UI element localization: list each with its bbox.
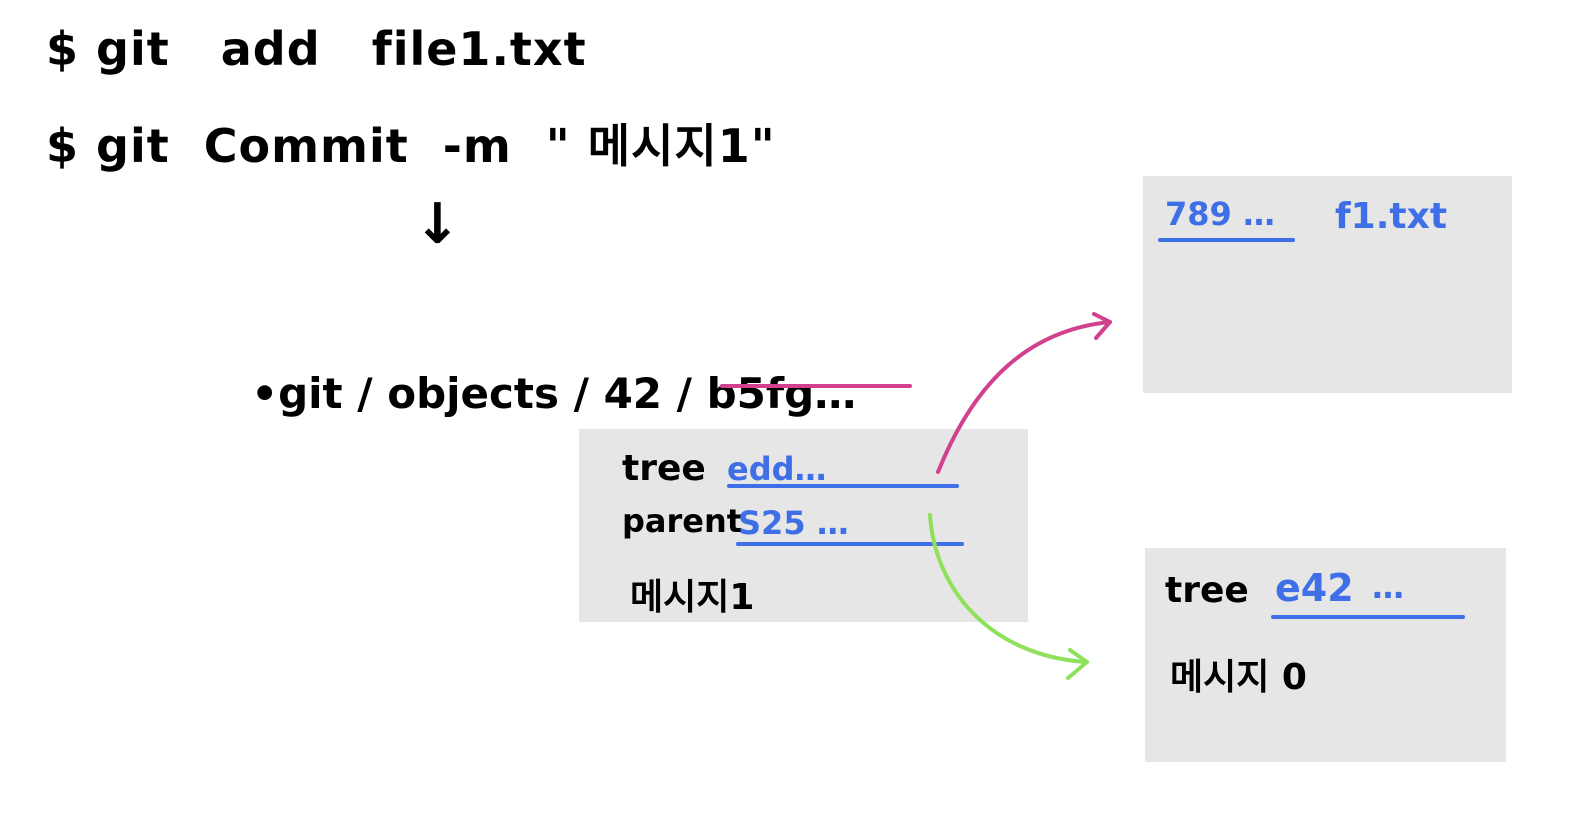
commit-tree-underline bbox=[727, 484, 959, 488]
parent-commit-tree-label: tree bbox=[1165, 570, 1249, 611]
commit-parent-label: parent bbox=[622, 502, 743, 540]
tree-pointer-arrowhead bbox=[1092, 312, 1112, 340]
tree-entry-hash: 789 … bbox=[1165, 195, 1275, 233]
tree-entry-filename: f1.txt bbox=[1335, 196, 1448, 237]
parent-commit-box bbox=[1145, 548, 1506, 762]
parent-commit-tree-underline bbox=[1271, 615, 1465, 619]
tree-entry-underline bbox=[1158, 238, 1295, 242]
object-path-hash: b5fg bbox=[706, 369, 815, 418]
parent-commit-tree-ellipsis: … bbox=[1372, 568, 1404, 606]
parent-commit-tree-hash: e42 bbox=[1275, 566, 1354, 610]
parent-pointer-arrowhead bbox=[1066, 648, 1089, 680]
commit-message: 메시지1 bbox=[630, 577, 755, 618]
object-path-prefix: •git / objects / 42 / bbox=[251, 369, 707, 418]
object-path-underline bbox=[720, 384, 912, 388]
object-path: •git / objects / 42 / b5fg… bbox=[222, 320, 856, 418]
commit-tree-label: tree bbox=[622, 448, 706, 489]
object-path-ellipsis: … bbox=[814, 369, 857, 418]
commit-tree-hash: edd… bbox=[727, 450, 827, 488]
commit-parent-hash: S25 … bbox=[738, 504, 849, 542]
command-git-add: $ git add file1.txt bbox=[46, 22, 587, 76]
commit-parent-underline bbox=[736, 542, 964, 546]
parent-commit-message: 메시지 0 bbox=[1170, 657, 1307, 698]
parent-pointer-arrow bbox=[928, 513, 1087, 664]
tree-pointer-arrow bbox=[936, 320, 1112, 474]
command-git-commit: $ git Commit -m " 메시지1" bbox=[46, 119, 776, 173]
tree-object-box bbox=[1143, 176, 1512, 393]
down-arrow-icon: ↓ bbox=[414, 192, 461, 257]
